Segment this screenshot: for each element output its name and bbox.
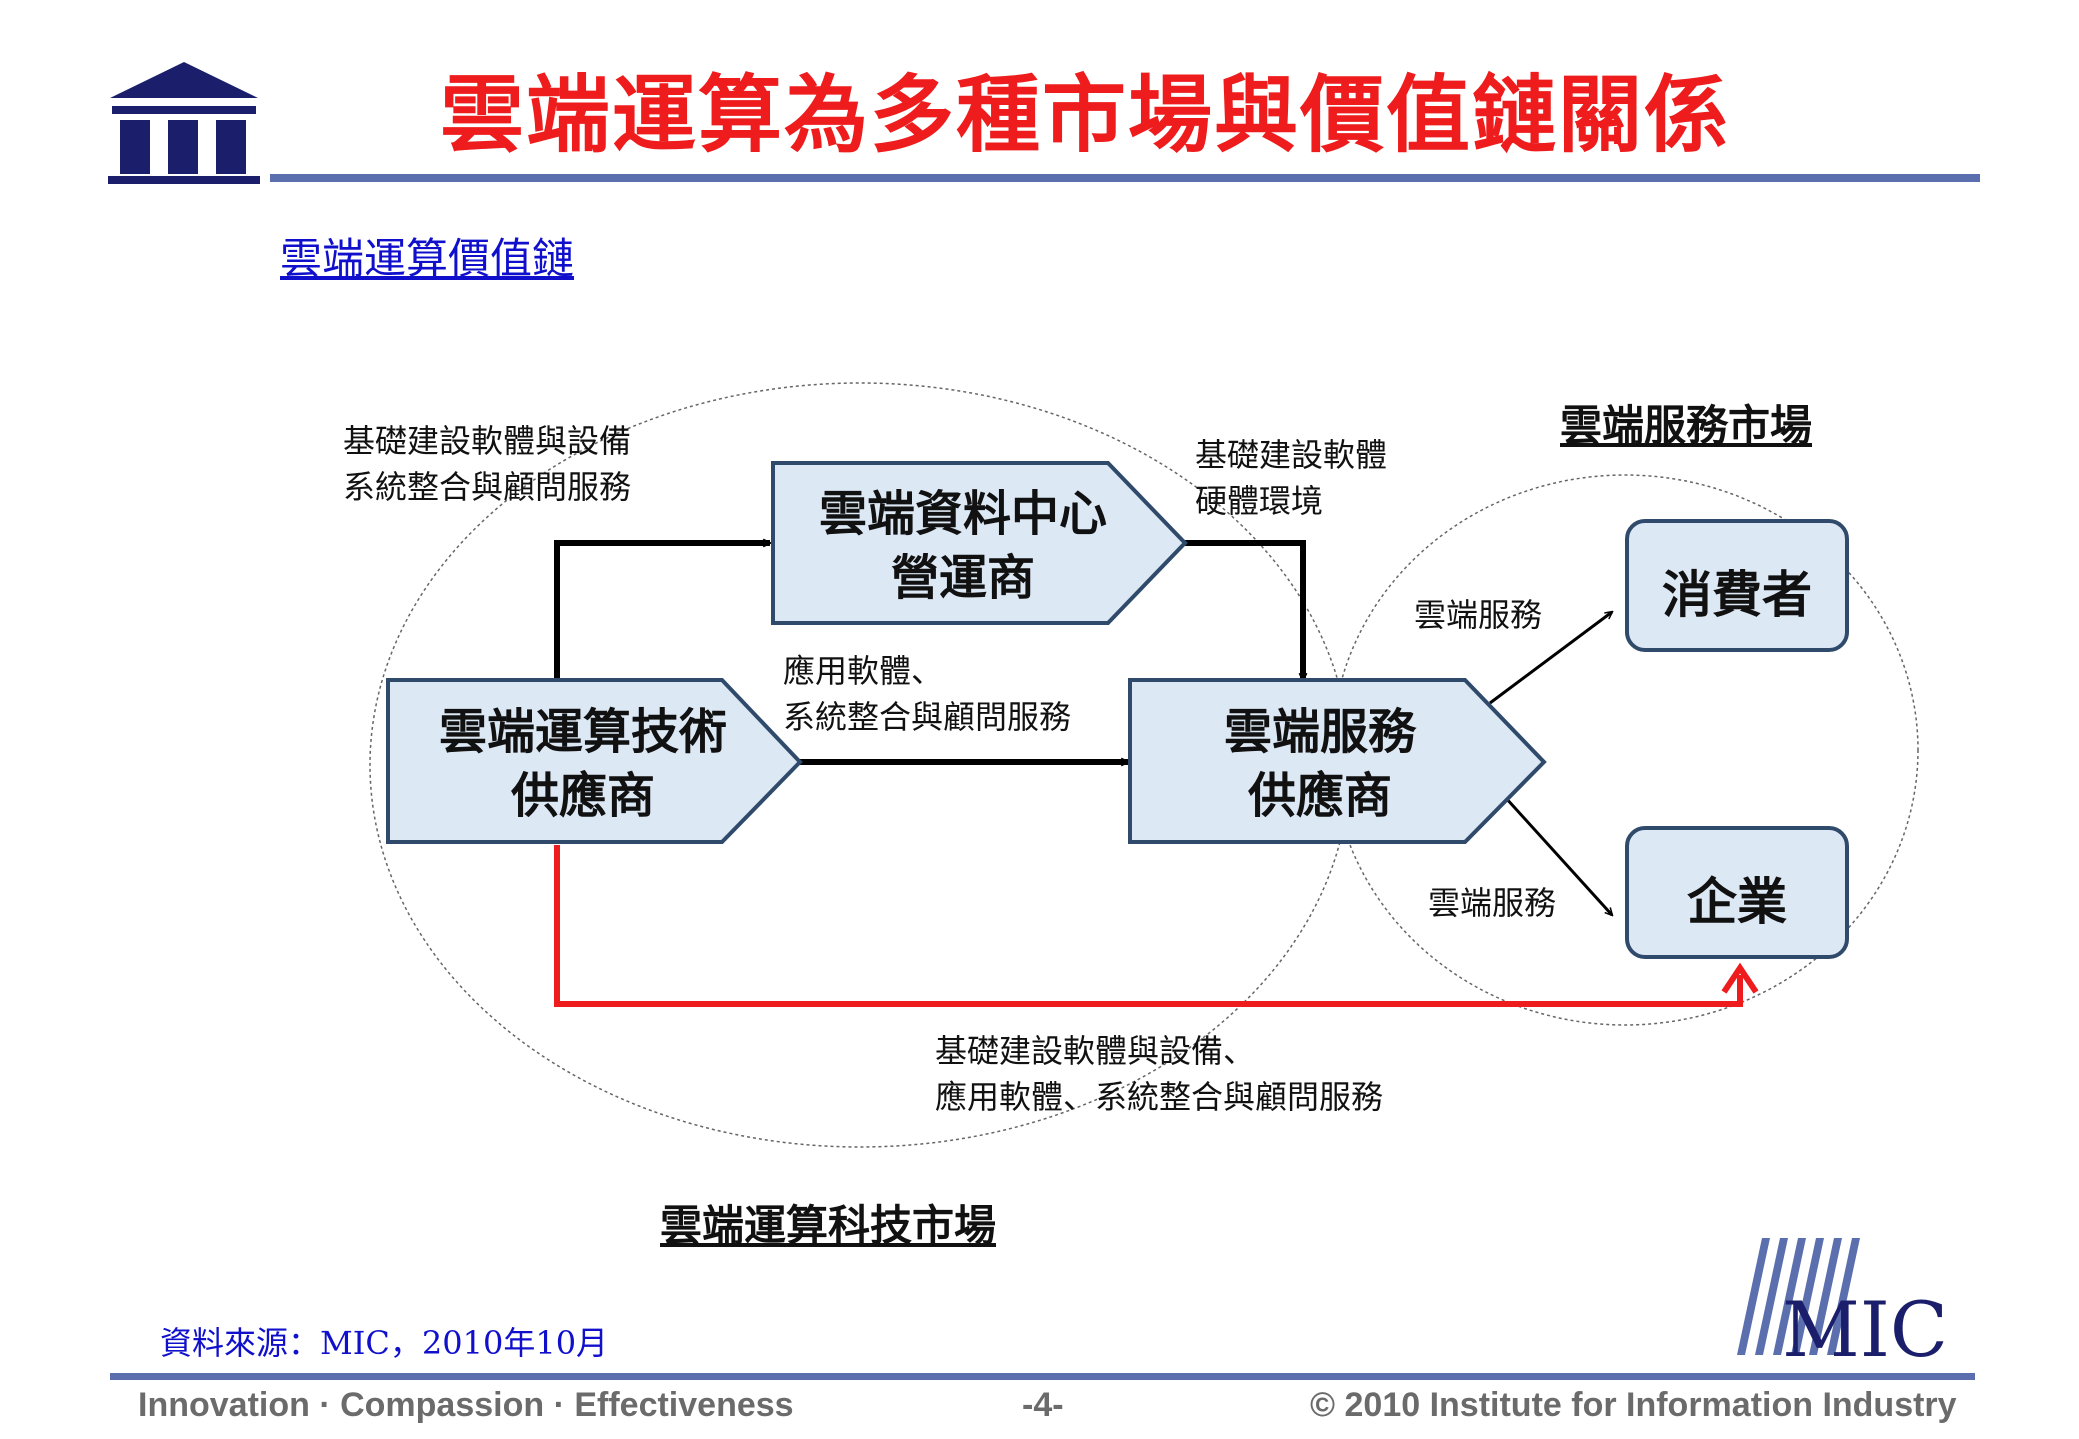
mic-logo-text: MIC [1782,1285,1948,1374]
node-shape-enterprise [1625,826,1849,959]
source-note: 資料來源：MIC，2010年10月 [160,1324,609,1362]
arrow-tech-to-enterprise [554,845,1743,1007]
arrow-service-to-enterprise [1503,795,1612,915]
service-market-ellipse [1331,474,1919,1026]
footer-tagline: Innovation · Compassion · Effectiveness [138,1386,794,1424]
node-tech-provider: 雲端運算技術 供應商 [438,704,727,824]
arrow-service-to-consumer [1489,612,1612,705]
arrow-tech-to-datacenter [554,543,770,683]
footer-copyright: © 2010 Institute for Information Industr… [1310,1386,1957,1424]
mic-logo-icon [1737,1238,1860,1355]
tech-market-label: 雲端運算科技市場 [660,1201,997,1250]
node-datacenter-operator: 雲端資料中心 營運商 [818,486,1107,606]
edge-label-service-to-enterprise: 雲端服務 [1428,884,1557,922]
edge-label-tech-to-service: 應用軟體、 系統整合與顧問服務 [783,652,1072,736]
node-shape-consumer [1625,519,1849,652]
page-title: 雲端運算為多種市場與價值鏈關係 [440,66,1731,164]
node-shape-service-provider [1128,678,1547,844]
red-arrowhead-icon [1721,962,1759,994]
node-consumer: 消費者 [1662,565,1812,624]
node-shape-datacenter [771,461,1188,625]
arrow-datacenter-to-service [1185,540,1303,680]
node-enterprise: 企業 [1687,872,1787,931]
edge-label-service-to-consumer: 雲端服務 [1414,596,1543,634]
header-rule [270,174,1980,182]
node-service-provider: 雲端服務 供應商 [1223,704,1416,824]
diagram-subtitle-link[interactable]: 雲端運算價值鏈 [280,234,575,283]
edge-label-tech-to-enterprise: 基礎建設軟體與設備、 應用軟體、系統整合與顧問服務 [935,1032,1384,1116]
footer-page-number: -4- [1022,1386,1064,1424]
node-shape-tech-provider [386,678,803,844]
edge-label-tech-to-datacenter: 基礎建設軟體與設備 系統整合與顧問服務 [343,422,632,506]
iii-logo-icon [108,62,260,184]
footer-rule [110,1373,1975,1380]
edge-label-datacenter-to-service: 基礎建設軟體 硬體環境 [1195,436,1388,520]
service-market-label: 雲端服務市場 [1560,401,1813,450]
